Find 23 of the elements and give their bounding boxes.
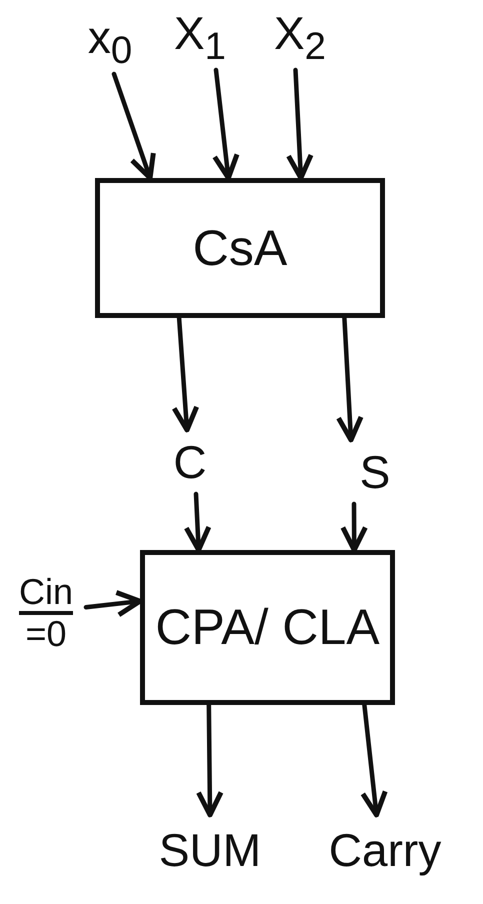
signal-label: SUM — [158, 826, 262, 874]
arrow — [340, 502, 368, 552]
signal-label: =0 — [25, 614, 67, 652]
arrow — [184, 492, 212, 552]
signal-label: x$_{0}$ — [88, 12, 132, 72]
signal-label: Cin — [18, 572, 74, 614]
signal-label: Carry — [328, 826, 442, 874]
arrow — [212, 68, 240, 180]
arrow — [336, 316, 364, 442]
block-label: CPA/ CLA — [155, 601, 380, 654]
arrow — [286, 68, 314, 180]
adder-block — [95, 178, 385, 318]
signal-label: S — [360, 448, 390, 496]
arrow — [84, 590, 142, 618]
signal-label: X$_{2}$ — [274, 8, 326, 68]
arrow — [196, 702, 224, 818]
signal-label: X$_{1}$ — [174, 8, 226, 68]
arrow — [360, 702, 388, 818]
arrow — [172, 316, 200, 432]
signal-label: C — [173, 438, 207, 486]
adder-block — [140, 550, 395, 705]
arrow — [112, 72, 156, 180]
block-label: CsA — [192, 222, 288, 274]
